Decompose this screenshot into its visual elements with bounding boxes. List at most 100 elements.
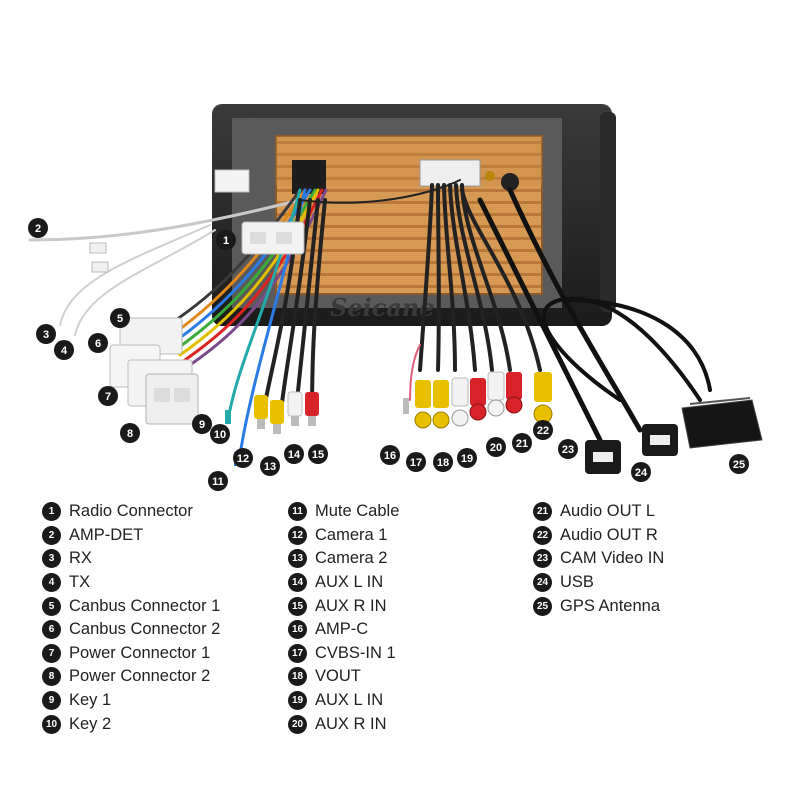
callout-badge — [512, 433, 532, 453]
callout-number: 15 — [312, 449, 324, 461]
callout-number: 7 — [105, 391, 111, 403]
callout-number: 1 — [223, 235, 229, 247]
legend-item: 14 AUX L IN — [288, 571, 399, 595]
callout-badge — [486, 437, 506, 457]
callout-20: 20 — [486, 437, 506, 457]
legend-label: AUX L IN — [315, 573, 384, 592]
callout-badge — [406, 452, 426, 472]
audio-out-r-plug — [505, 372, 523, 414]
callout-badge — [28, 218, 48, 238]
power-connector-2 — [145, 373, 199, 425]
legend-label: Audio OUT R — [560, 525, 658, 544]
callout-17: 17 — [406, 452, 426, 472]
callout-badge — [192, 414, 212, 434]
callout-number: 13 — [264, 461, 276, 473]
legend-badge: 11 — [288, 502, 307, 522]
callout-badge — [36, 324, 56, 344]
legend-badge: 16 — [288, 620, 307, 640]
legend-label: AUX R IN — [315, 714, 387, 733]
harness-illustration: Seicane — [28, 104, 763, 491]
callout-10: 10 — [210, 424, 230, 444]
callout-4: 4 — [54, 340, 74, 360]
callout-number: 9 — [199, 419, 205, 431]
legend-label: Camera 2 — [315, 549, 388, 568]
callout-number: 16 — [384, 450, 396, 462]
legend-label: CVBS-IN 1 — [315, 643, 396, 662]
callout-23: 23 — [558, 439, 578, 459]
callout-number: 18 — [437, 457, 449, 469]
callout-1: 1 — [216, 230, 236, 250]
legend-badge: 9 — [42, 691, 61, 711]
callout-number: 4 — [61, 345, 68, 357]
amp-det-connector — [214, 169, 250, 193]
callout-2: 2 — [28, 218, 48, 238]
legend-badge: 21 — [533, 502, 552, 522]
antenna-port — [501, 173, 519, 191]
callout-badge — [54, 340, 74, 360]
callout-number: 22 — [537, 425, 549, 437]
callout-number: 6 — [95, 338, 101, 350]
camera-2-plug — [270, 400, 284, 434]
callout-number: 21 — [516, 438, 528, 450]
legend-badge: 7 — [42, 643, 61, 663]
callout-badge — [233, 448, 253, 468]
legend-item: 6 Canbus Connector 2 — [42, 618, 220, 642]
callout-22: 22 — [533, 420, 553, 440]
callout-9: 9 — [192, 414, 212, 434]
callout-18: 18 — [433, 452, 453, 472]
legend-badge: 2 — [42, 525, 61, 545]
fm-port — [485, 171, 495, 181]
legend-badge: 8 — [42, 667, 61, 687]
callout-number: 8 — [127, 428, 133, 440]
callout-badge — [558, 439, 578, 459]
brand-logo: Seicane — [330, 293, 435, 322]
legend-badge: 22 — [533, 525, 552, 545]
callout-badge — [260, 456, 280, 476]
callout-6: 6 — [88, 333, 108, 353]
callout-number: 17 — [410, 457, 422, 469]
aux-r-plug-left — [305, 392, 319, 426]
legend-label: USB — [560, 573, 594, 592]
callout-badge — [533, 420, 553, 440]
callout-21: 21 — [512, 433, 532, 453]
legend-label: RX — [69, 549, 92, 568]
legend-label: Power Connector 1 — [69, 643, 211, 662]
callout-number: 10 — [214, 429, 226, 441]
legend-label: Canbus Connector 2 — [69, 620, 221, 639]
aux-l-plug — [451, 377, 469, 427]
callout-8: 8 — [120, 423, 140, 443]
legend-badge: 6 — [42, 620, 61, 640]
callout-number: 14 — [288, 449, 301, 461]
callout-25: 25 — [729, 454, 749, 474]
legend-badge: 10 — [42, 714, 61, 734]
legend-badge: 14 — [288, 573, 307, 593]
camera-1-plug — [254, 395, 268, 429]
callout-badge — [210, 424, 230, 444]
callout-number: 23 — [562, 444, 574, 456]
callout-badge — [380, 445, 400, 465]
legend-badge: 20 — [288, 714, 307, 734]
callout-7: 7 — [98, 386, 118, 406]
left-connectors — [89, 169, 305, 425]
legend-badge: 5 — [42, 596, 61, 616]
legend-label: Audio OUT L — [560, 502, 656, 521]
callout-badge — [216, 230, 236, 250]
aux-l-plug-left — [287, 391, 303, 426]
